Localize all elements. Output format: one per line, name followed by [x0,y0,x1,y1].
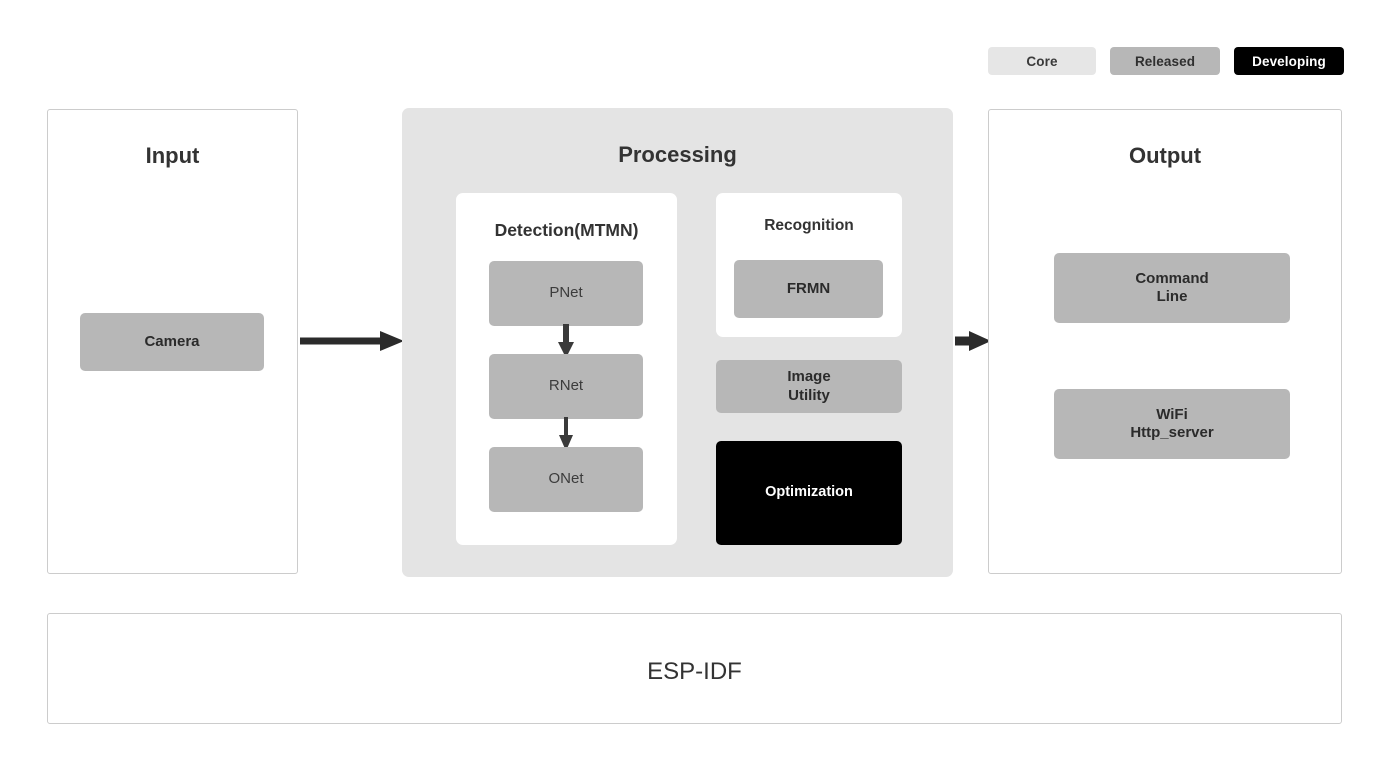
node-command-line-label: Command Line [1135,269,1209,305]
node-wifi-http-server-label: WiFi Http_server [1130,405,1214,441]
node-optimization[interactable]: Optimization [716,441,902,545]
arrow-pnet-to-rnet [558,324,574,358]
panel-espidf: ESP-IDF [47,613,1342,724]
legend-chip-developing[interactable]: Developing [1234,47,1344,75]
node-camera-label: Camera [144,332,200,350]
node-onet-label: ONet [548,470,584,488]
node-frmn-label: FRMN [786,279,831,297]
card-recognition-title: Recognition [764,217,854,234]
node-image-utility-label: Image Utility [787,368,831,404]
node-image-utility[interactable]: Image Utility [716,360,902,413]
node-rnet-label: RNet [548,377,584,395]
arrow-processing-to-output [955,331,991,351]
card-detection-title: Detection(MTMN) [494,220,639,240]
legend-chip-released[interactable]: Released [1110,47,1220,75]
node-frmn[interactable]: FRMN [734,260,883,318]
node-pnet-label: PNet [549,284,583,302]
legend-chip-core[interactable]: Core [988,47,1096,75]
legend-chip-developing-label: Developing [1252,53,1326,69]
panel-espidf-title: ESP-IDF [647,658,742,685]
node-onet[interactable]: ONet [489,447,643,512]
arrow-rnet-to-onet [559,417,573,451]
node-pnet[interactable]: PNet [489,261,643,326]
node-command-line[interactable]: Command Line [1054,253,1290,323]
node-optimization-label: Optimization [765,484,853,501]
panel-processing-title: Processing [618,142,737,167]
legend-chip-core-label: Core [1026,53,1058,69]
panel-output-title: Output [1128,143,1202,168]
node-camera[interactable]: Camera [80,313,264,371]
panel-output: Output [988,109,1342,574]
legend-chip-released-label: Released [1134,53,1196,69]
node-wifi-http-server[interactable]: WiFi Http_server [1054,389,1290,459]
node-rnet[interactable]: RNet [489,354,643,419]
arrow-input-to-processing [300,331,404,351]
panel-input-title: Input [145,143,200,168]
